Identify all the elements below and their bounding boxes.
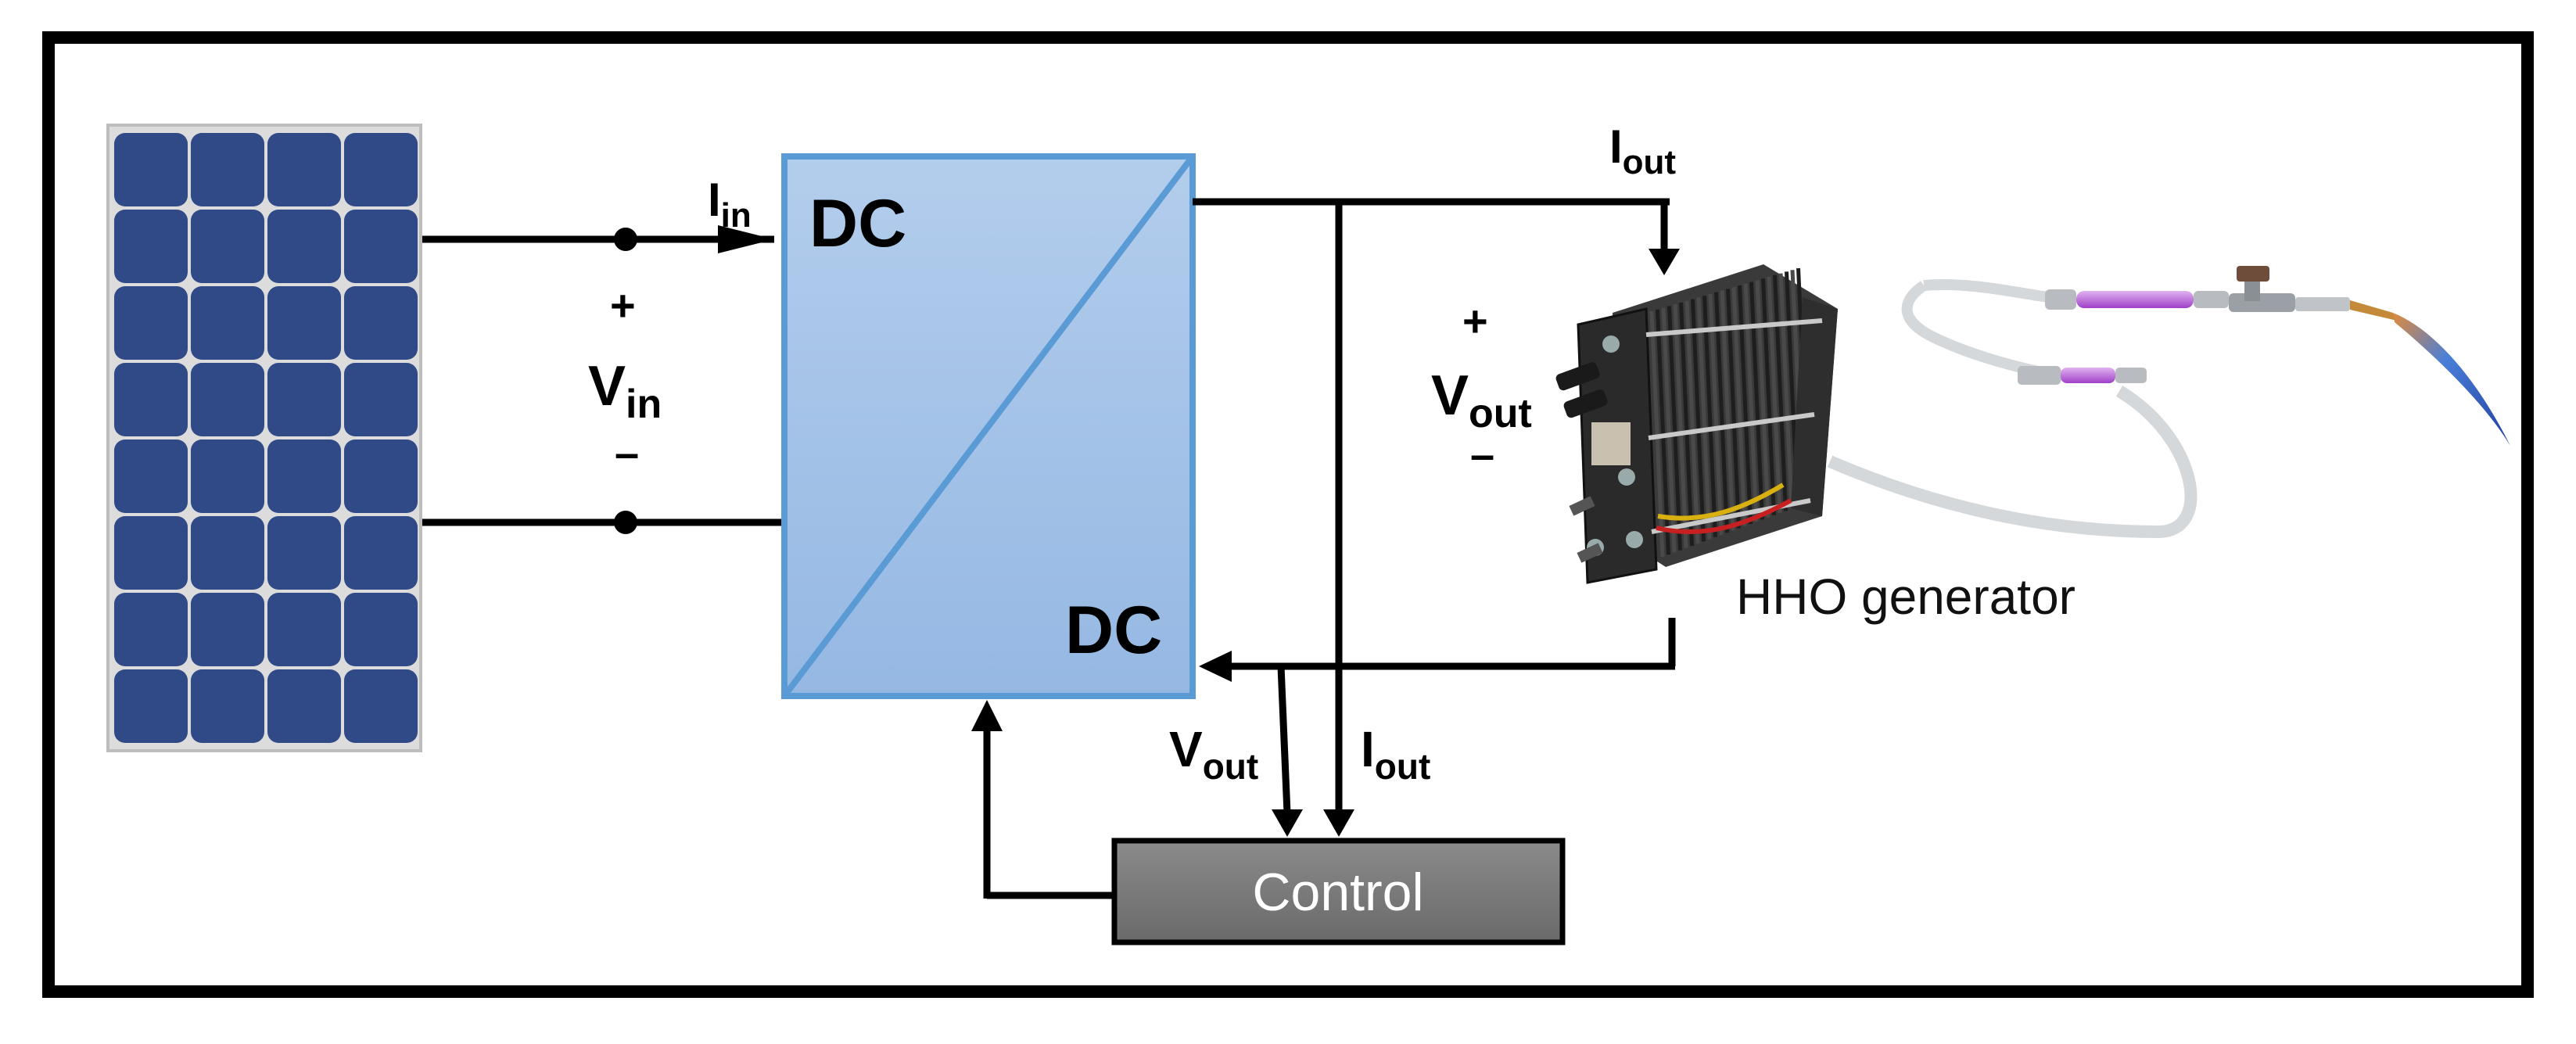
generator-label: HHO generator — [1736, 569, 2076, 625]
solar-cell — [344, 516, 418, 590]
i-in-arrow — [718, 225, 774, 253]
solar-cell — [191, 669, 264, 743]
generator-plate — [1702, 296, 1717, 537]
solar-cell — [344, 439, 418, 513]
v-out-gen-plus: + — [1462, 296, 1488, 346]
solar-cell — [114, 363, 188, 436]
solar-cell — [114, 133, 188, 206]
generator-plate — [1743, 283, 1759, 522]
voltage-sense-arrow — [1272, 809, 1303, 837]
solar-cell — [114, 669, 188, 743]
current-sense-arrow — [1323, 809, 1354, 837]
gas-torch-icon — [1827, 266, 2510, 539]
i-out-arrow — [1649, 249, 1680, 275]
generator-plate — [1708, 293, 1724, 536]
solar-cell — [114, 286, 188, 360]
solar-cell — [267, 439, 341, 513]
hho-generator-icon — [1555, 264, 1838, 584]
solar-cell — [114, 439, 188, 513]
i-out-top-label: Iout — [1609, 120, 1676, 181]
generator-plate — [1691, 299, 1706, 542]
solar-cell — [267, 133, 341, 206]
generator-plate — [1656, 309, 1670, 555]
solar-cell — [191, 439, 264, 513]
generator-plate — [1667, 306, 1682, 551]
dc-output-label: DC — [1065, 593, 1162, 668]
v-in-plus: + — [610, 281, 636, 330]
v-out-gen-minus: – — [1470, 429, 1494, 479]
control-label: Control — [1252, 863, 1423, 922]
solar-cell — [191, 593, 264, 666]
generator-plate — [1661, 307, 1677, 553]
dc-dc-converter: DC DC — [781, 153, 1196, 699]
solar-cell — [344, 133, 418, 206]
generator-plate — [1673, 304, 1688, 548]
voltage-sense-wire — [1277, 666, 1291, 814]
solar-cell — [344, 286, 418, 360]
solar-cell — [267, 669, 341, 743]
solar-cell — [267, 363, 341, 436]
solar-cell — [191, 363, 264, 436]
generator-plate — [1778, 273, 1794, 509]
dc-input-label: DC — [809, 186, 906, 261]
v-in-minus: – — [615, 428, 639, 477]
solar-cell — [191, 286, 264, 360]
solar-cell — [114, 516, 188, 590]
solar-cell — [191, 210, 264, 283]
generator-plate — [1773, 274, 1788, 511]
v-out-control-label: Vout — [1169, 721, 1258, 787]
solar-cell — [344, 210, 418, 283]
solar-cell — [344, 363, 418, 436]
return-wire-arrow — [1199, 651, 1232, 682]
solar-cell — [267, 593, 341, 666]
i-in-label: Iin — [708, 174, 752, 235]
generator-plate — [1684, 300, 1700, 544]
generator-plate — [1714, 292, 1729, 533]
generator-plate — [1761, 278, 1776, 515]
input-node-top — [614, 228, 637, 251]
i-out-control-label: Iout — [1361, 721, 1430, 787]
generator-plate — [1749, 282, 1764, 520]
solar-cell — [114, 210, 188, 283]
v-out-gen-label: Vout — [1431, 364, 1532, 436]
feedback-arrow — [971, 700, 1003, 731]
v-in-label: Vin — [588, 355, 662, 427]
solar-cell — [191, 516, 264, 590]
input-node-bottom — [614, 511, 637, 534]
solar-cell — [344, 593, 418, 666]
solar-cell — [344, 669, 418, 743]
generator-plate — [1755, 280, 1771, 518]
generator-plate — [1696, 297, 1712, 540]
solar-cell — [267, 286, 341, 360]
generator-plate — [1767, 276, 1782, 514]
solar-panel-icon — [106, 124, 422, 752]
generator-plate — [1679, 302, 1694, 547]
solar-cell — [114, 593, 188, 666]
control-block: Control — [1111, 838, 1566, 945]
solar-cell — [267, 516, 341, 590]
solar-cell — [191, 133, 264, 206]
solar-cell — [267, 210, 341, 283]
